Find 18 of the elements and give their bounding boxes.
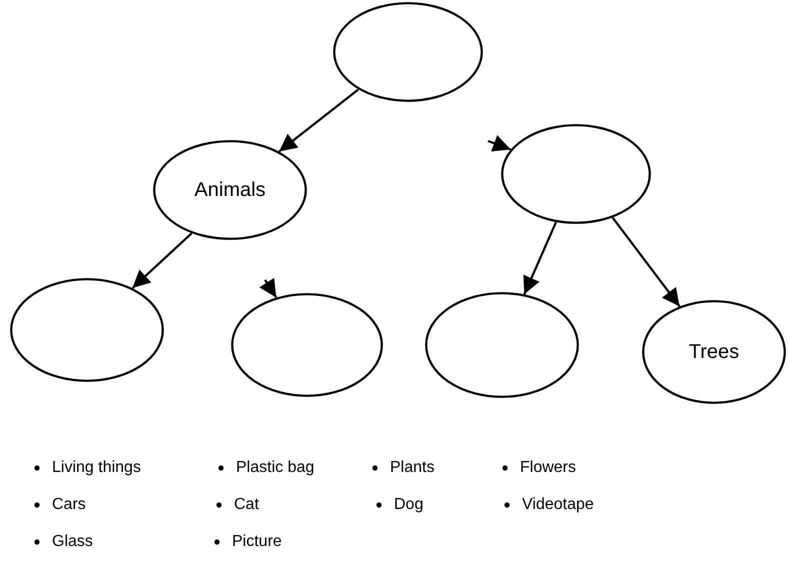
- arrow: [278, 88, 359, 152]
- arrow: [488, 135, 512, 152]
- word-item: Dog: [394, 495, 424, 515]
- arrow: [612, 216, 680, 307]
- arrow: [132, 232, 192, 289]
- arrow: [259, 278, 278, 298]
- word-item: Plastic bag: [236, 458, 314, 478]
- node-label: Trees: [688, 340, 740, 364]
- word-item: Plants: [390, 458, 434, 478]
- arrow: [523, 222, 557, 295]
- word-item: Glass: [52, 532, 93, 552]
- word-item: Cat: [234, 495, 259, 515]
- word-item: Flowers: [520, 458, 576, 478]
- word-item: Picture: [232, 532, 282, 552]
- node-label: Animals: [194, 178, 266, 202]
- word-item: Cars: [52, 495, 86, 515]
- word-item: Videotape: [522, 495, 594, 515]
- word-item: Living things: [52, 458, 141, 478]
